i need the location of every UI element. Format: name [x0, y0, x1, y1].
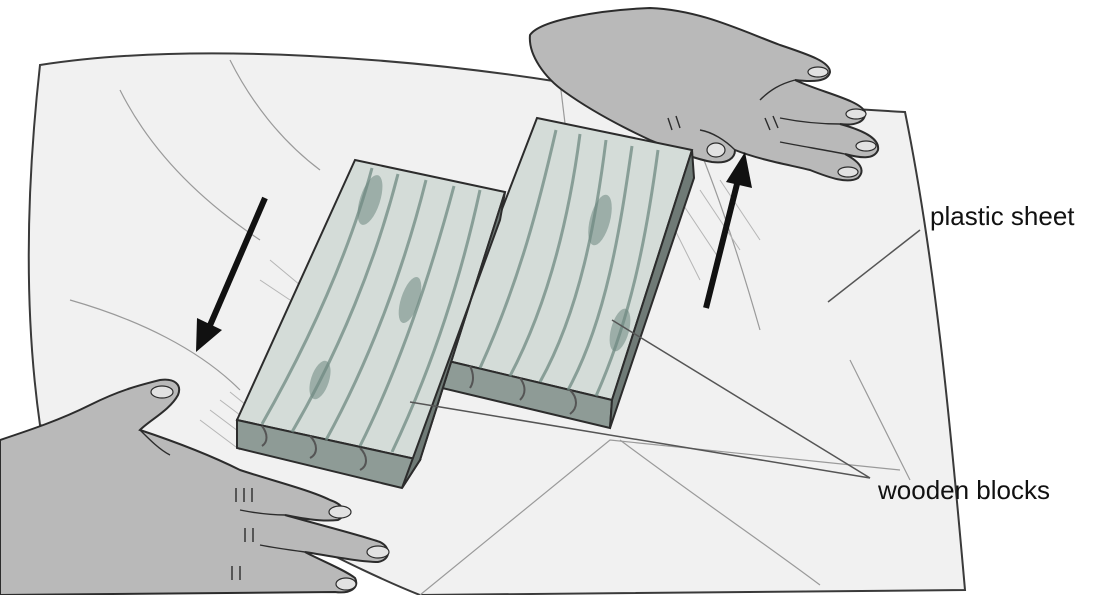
label-wooden-blocks: wooden blocks — [877, 475, 1050, 505]
label-plastic-sheet: plastic sheet — [930, 201, 1075, 231]
